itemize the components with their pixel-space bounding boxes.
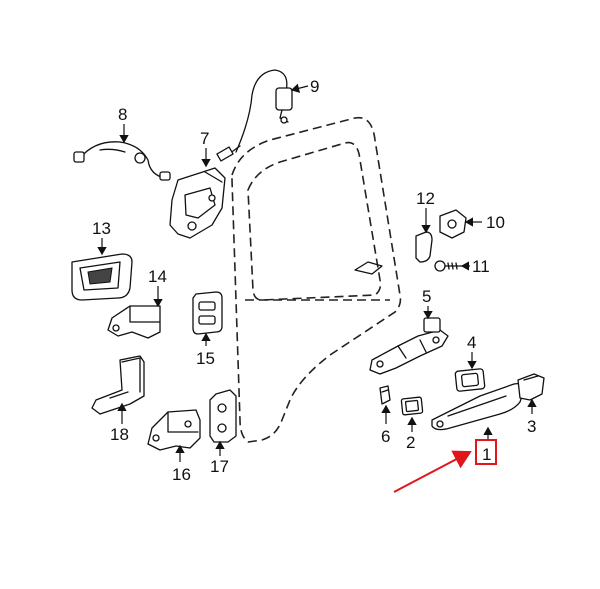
callout-6: 6 — [381, 427, 390, 446]
part-18-check-strap — [91, 355, 145, 415]
part-7-latch — [169, 167, 226, 239]
callout-10: 10 — [486, 213, 505, 232]
part-17-hinge-plate — [209, 389, 237, 443]
callout-3: 3 — [527, 417, 536, 436]
callout-2: 2 — [406, 433, 415, 452]
callout-7: 7 — [200, 129, 209, 148]
part-5-handle-frame — [369, 317, 449, 375]
callout-17: 17 — [210, 457, 229, 476]
part-12-cap — [415, 231, 433, 263]
part-10-bracket — [439, 209, 467, 239]
callout-labels: 1 2 3 4 5 6 7 8 9 10 11 12 13 14 15 16 1… — [92, 77, 536, 484]
callout-12: 12 — [416, 189, 435, 208]
callout-5: 5 — [422, 287, 431, 306]
highlight-box — [475, 439, 497, 465]
highlight — [393, 439, 497, 493]
callout-4: 4 — [467, 333, 476, 352]
callout-16: 16 — [172, 465, 191, 484]
callout-11: 11 — [472, 257, 490, 276]
part-16-hinge — [147, 409, 201, 451]
part-2-gasket — [400, 396, 424, 416]
part-13-inner-handle — [71, 253, 133, 301]
highlight-arrow — [393, 450, 472, 493]
callout-15: 15 — [196, 349, 215, 368]
callout-14: 14 — [148, 267, 167, 286]
callout-18: 18 — [110, 425, 129, 444]
part-15-striker-plate — [192, 291, 223, 335]
callout-13: 13 — [92, 219, 111, 238]
rear-door-outline — [231, 116, 402, 443]
part-11-screw — [434, 260, 463, 272]
callout-8: 8 — [118, 105, 127, 124]
callout-9: 9 — [310, 77, 319, 96]
part-6-clip — [379, 385, 391, 405]
part-9-cable — [216, 69, 293, 162]
part-14-bracket — [107, 305, 161, 339]
part-3-end-cap — [517, 373, 545, 401]
callout-1: 1 — [482, 445, 491, 464]
part-1-outer-handle — [431, 382, 525, 431]
part-4-gasket — [454, 368, 486, 392]
leader-lines — [97, 83, 537, 462]
part-8-harness — [73, 141, 171, 181]
